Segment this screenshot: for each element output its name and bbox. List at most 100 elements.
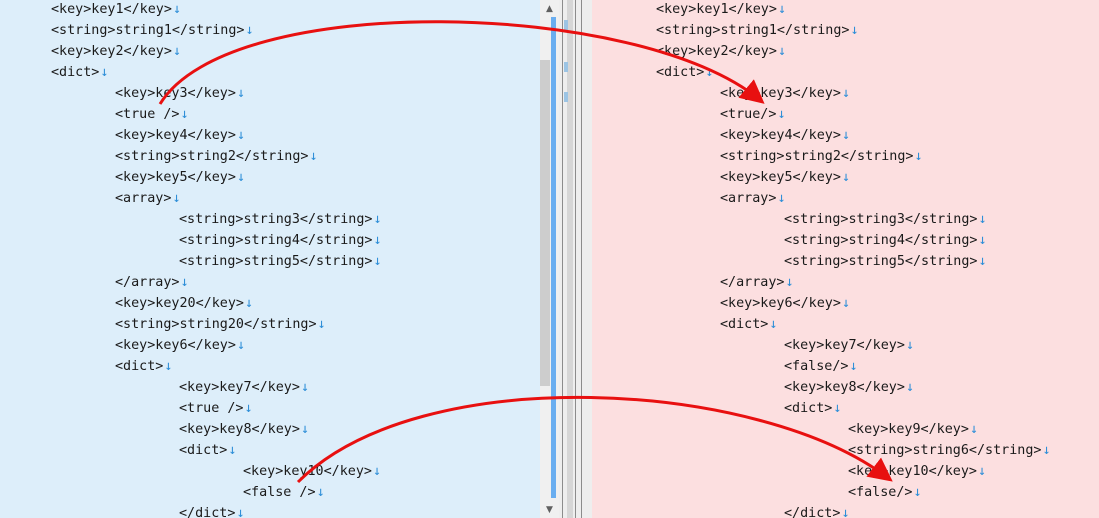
code-text: </array>: [720, 275, 785, 290]
code-line: <dict>↓: [784, 398, 841, 419]
splitter-line: [581, 0, 582, 518]
diff-overview-mark: [564, 92, 568, 102]
linefeed-icon: ↓: [236, 338, 245, 353]
code-line: <key>key7</key>↓: [179, 377, 309, 398]
code-line: <key>key1</key>↓: [656, 0, 786, 20]
code-text: <string>string2</string>: [720, 149, 914, 164]
code-text: </dict>: [179, 506, 236, 518]
diff-overview-mark: [564, 62, 568, 72]
code-line: <dict>↓: [179, 440, 236, 461]
code-text: <key>key10</key>: [243, 464, 372, 479]
code-line: <key>key7</key>↓: [784, 335, 914, 356]
code-line: <key>key4</key>↓: [720, 125, 850, 146]
code-text: <key>key3</key>: [720, 86, 841, 101]
code-line: <array>↓: [720, 188, 786, 209]
code-text: <string>string5</string>: [784, 254, 978, 269]
diff-location-marker: [551, 17, 556, 498]
linefeed-icon: ↓: [244, 401, 253, 416]
code-line: <array>↓: [115, 188, 181, 209]
code-text: <key>key8</key>: [784, 380, 905, 395]
diff-overview-mark: [564, 20, 568, 30]
left-text-pane[interactable]: <key>key1</key>↓<string>string1</string>…: [0, 0, 540, 518]
code-line: <string>string3</string>↓: [179, 209, 382, 230]
code-text: <key>key6</key>: [720, 296, 841, 311]
code-text: <key>key4</key>: [115, 128, 236, 143]
linefeed-icon: ↓: [373, 464, 382, 479]
code-line: <string>string4</string>↓: [179, 230, 382, 251]
code-text: <key>key7</key>: [179, 380, 300, 395]
linefeed-icon: ↓: [1042, 443, 1051, 458]
code-text: <string>string3</string>: [784, 212, 978, 227]
linefeed-icon: ↓: [300, 422, 309, 437]
linefeed-icon: ↓: [228, 443, 237, 458]
code-line: <key>key8</key>↓: [784, 377, 914, 398]
code-text: <false />: [243, 485, 316, 500]
linefeed-icon: ↓: [172, 191, 181, 206]
code-line: <dict>↓: [720, 314, 777, 335]
code-line: <key>key5</key>↓: [720, 167, 850, 188]
code-text: <string>string4</string>: [784, 233, 978, 248]
splitter-line: [562, 0, 563, 518]
linefeed-icon: ↓: [905, 380, 914, 395]
pane-splitter[interactable]: [559, 0, 592, 518]
code-text: <key>key4</key>: [720, 128, 841, 143]
code-text: <dict>: [179, 443, 228, 458]
code-text: <string>string1</string>: [51, 23, 245, 38]
code-line: <string>string20</string>↓: [115, 314, 326, 335]
code-text: <array>: [115, 191, 172, 206]
code-text: <key>key2</key>: [51, 44, 172, 59]
code-line: <key>key10</key>↓: [243, 461, 381, 482]
code-line: <dict>↓: [51, 62, 108, 83]
code-text: <string>string4</string>: [179, 233, 373, 248]
splitter-band: [567, 0, 573, 518]
code-text: <key>key7</key>: [784, 338, 905, 353]
linefeed-icon: ↓: [978, 464, 987, 479]
linefeed-icon: ↓: [172, 44, 181, 59]
linefeed-icon: ↓: [777, 44, 786, 59]
code-line: <key>key4</key>↓: [115, 125, 245, 146]
linefeed-icon: ↓: [978, 233, 987, 248]
code-text: <true />: [115, 107, 180, 122]
linefeed-icon: ↓: [245, 23, 254, 38]
linefeed-icon: ↓: [180, 275, 189, 290]
linefeed-icon: ↓: [841, 86, 850, 101]
code-text: <key>key9</key>: [848, 422, 969, 437]
code-line: <true/>↓: [720, 104, 786, 125]
code-text: </array>: [115, 275, 180, 290]
code-line: <key>key9</key>↓: [848, 419, 978, 440]
linefeed-icon: ↓: [236, 170, 245, 185]
linefeed-icon: ↓: [777, 107, 786, 122]
scroll-thumb[interactable]: [540, 60, 550, 386]
code-line: <string>string5</string>↓: [179, 251, 382, 272]
right-text-pane[interactable]: <key>key1</key>↓<string>string1</string>…: [592, 0, 1099, 518]
code-text: <string>string3</string>: [179, 212, 373, 227]
linefeed-icon: ↓: [769, 317, 778, 332]
code-line: <true />↓: [179, 398, 253, 419]
code-line: </array>↓: [115, 272, 189, 293]
linefeed-icon: ↓: [309, 149, 318, 164]
code-line: </dict>↓: [784, 503, 850, 518]
code-text: <key>key2</key>: [656, 44, 777, 59]
code-text: <dict>: [656, 65, 705, 80]
code-text: <dict>: [720, 317, 769, 332]
code-text: <string>string20</string>: [115, 317, 317, 332]
code-line: <true />↓: [115, 104, 189, 125]
linefeed-icon: ↓: [236, 86, 245, 101]
code-line: <string>string1</string>↓: [51, 20, 254, 41]
left-vertical-scrollbar[interactable]: ▲ ▼: [540, 0, 559, 518]
linefeed-icon: ↓: [833, 401, 842, 416]
code-text: <dict>: [784, 401, 833, 416]
linefeed-icon: ↓: [172, 2, 181, 17]
scroll-up-arrow-icon[interactable]: ▲: [546, 3, 553, 14]
code-line: <key>key1</key>↓: [51, 0, 181, 20]
code-text: <key>key3</key>: [115, 86, 236, 101]
scroll-down-arrow-icon[interactable]: ▼: [546, 504, 553, 515]
linefeed-icon: ↓: [841, 506, 850, 518]
code-line: <string>string1</string>↓: [656, 20, 859, 41]
linefeed-icon: ↓: [905, 338, 914, 353]
code-line: <string>string2</string>↓: [115, 146, 318, 167]
linefeed-icon: ↓: [373, 233, 382, 248]
code-line: </array>↓: [720, 272, 794, 293]
code-line: <false/>↓: [784, 356, 858, 377]
code-text: <key>key6</key>: [115, 338, 236, 353]
